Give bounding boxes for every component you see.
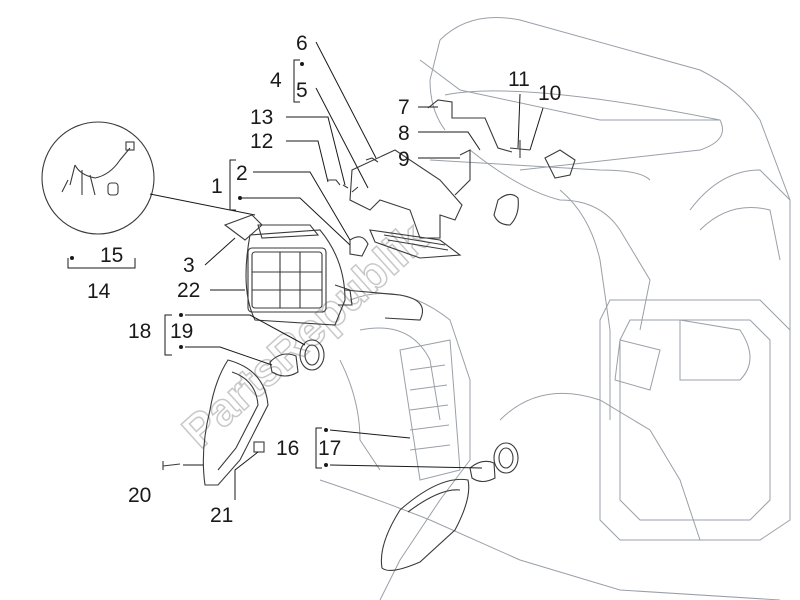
callout-21: 21	[210, 504, 233, 527]
callout-9: 9	[398, 148, 410, 171]
callout-4: 4	[270, 69, 282, 92]
leader-lines	[183, 41, 544, 500]
callout-brackets	[67, 59, 328, 469]
callout-15: 15	[100, 244, 123, 267]
callout-13: 13	[250, 106, 273, 129]
callout-10: 10	[538, 82, 561, 105]
wiring-harness-inset	[41, 121, 256, 235]
callout-6: 6	[296, 32, 308, 55]
callout-8: 8	[398, 122, 410, 145]
callout-12: 12	[250, 130, 273, 153]
callout-17: 17	[318, 437, 341, 460]
callout-labels: 6 4 5 13 12 7 8 9 11 10 1 2 3 22 15 14 1…	[87, 32, 561, 527]
callout-18: 18	[128, 320, 151, 343]
bulbs-and-sockets	[269, 236, 519, 483]
callout-14: 14	[87, 280, 111, 303]
callout-19: 19	[170, 320, 193, 343]
headlight-bracket	[328, 99, 576, 259]
callout-20: 20	[128, 484, 151, 507]
callout-3: 3	[183, 254, 195, 277]
callout-1: 1	[211, 175, 223, 198]
headlight-assembly	[223, 214, 424, 326]
callout-2: 2	[236, 162, 248, 185]
callout-5: 5	[296, 79, 308, 102]
turn-signal-lenses	[162, 359, 470, 571]
callout-16: 16	[276, 437, 299, 460]
callout-7: 7	[398, 96, 410, 119]
scooter-body-outline	[319, 17, 791, 600]
callout-11: 11	[508, 68, 530, 91]
callout-22: 22	[177, 279, 200, 302]
